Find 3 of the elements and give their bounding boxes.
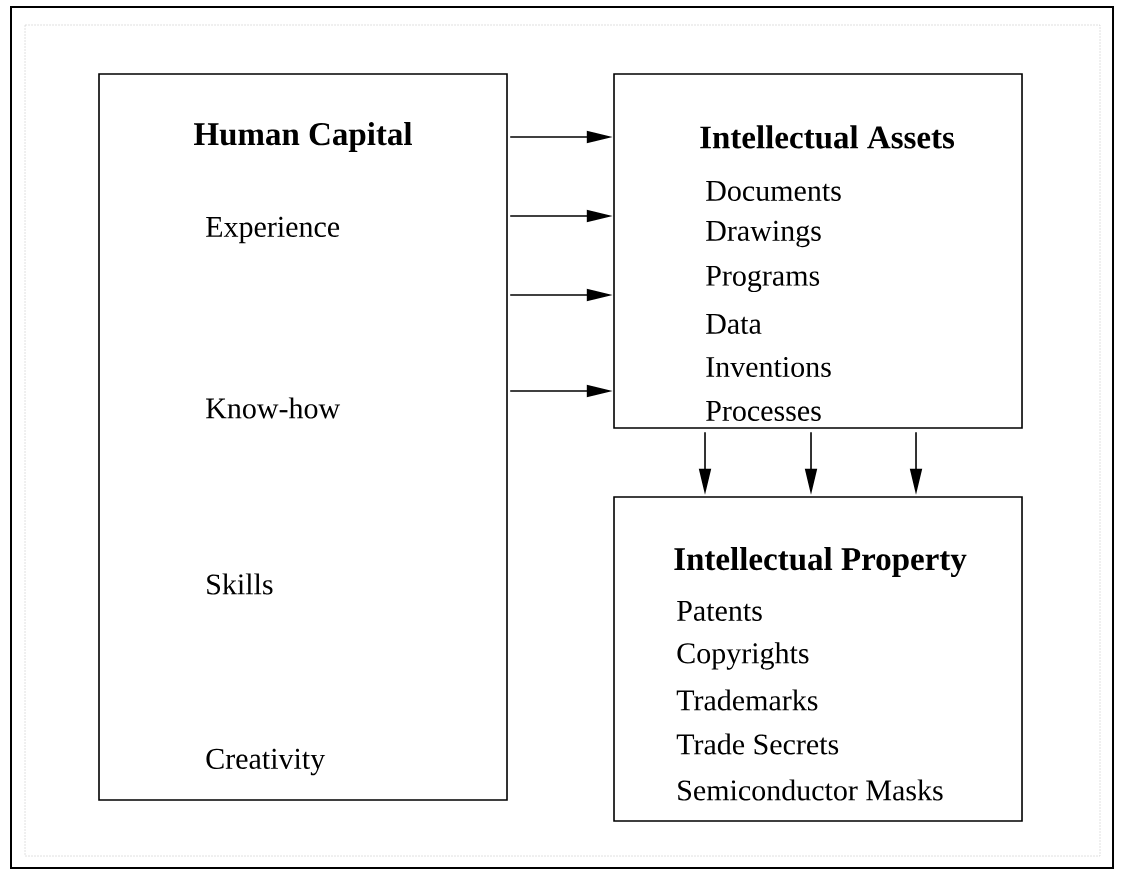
text-box: Intellectual Assets Documents Drawings Programs Data Inventions Processes bbox=[613, 73, 1023, 429]
text-box: Intellectual Property Patents Copyrights Trademarks Trade Secrets Semiconductor Masks bbox=[613, 496, 1023, 822]
text-box: Human Capital Experience Know-how Skills Creativity bbox=[98, 73, 508, 801]
